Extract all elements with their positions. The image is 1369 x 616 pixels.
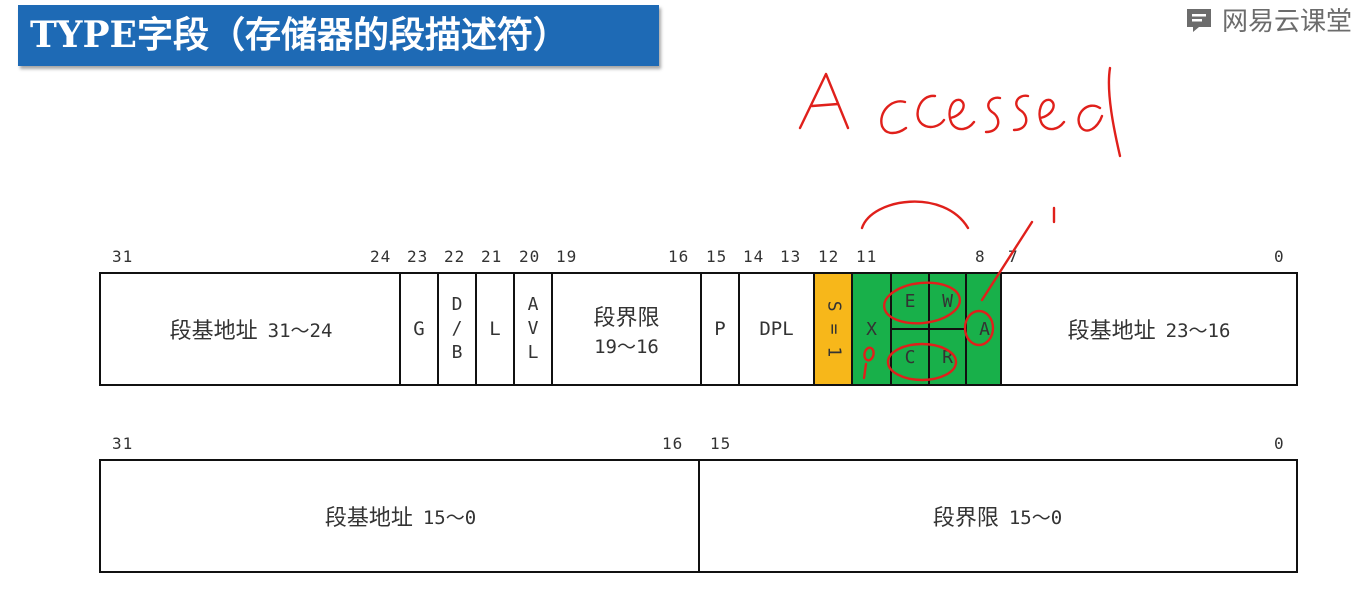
bit-number-16: 16: [662, 434, 684, 453]
field-db-b: B: [451, 342, 463, 363]
field-s-value: 1: [823, 346, 844, 358]
field-avl-v: V: [527, 318, 539, 339]
bit-number-20: 20: [519, 247, 541, 266]
annotation-accessed-word: [1038, 98, 1066, 131]
bit-number-13: 13: [780, 247, 802, 266]
annotation-accessed-word: [948, 98, 976, 131]
field-base-range: 31～24: [267, 319, 333, 342]
bit-number-31: 31: [112, 247, 134, 266]
bit-number-21: 21: [481, 247, 503, 266]
bit-number-11: 11: [856, 247, 878, 266]
field-base-23-16: 段基地址 23～16: [1000, 274, 1296, 384]
type-bit-c: C: [890, 329, 928, 384]
bit-number-14: 14: [743, 247, 765, 266]
annotation-accessed-word: [798, 72, 850, 130]
bit-number-8: 8: [975, 247, 986, 266]
annotation-accessed-word: [1077, 66, 1122, 158]
field-avl-l: L: [527, 342, 539, 363]
bit-number-19: 19: [556, 247, 578, 266]
field-s-letter: S: [823, 300, 844, 312]
netease-cloud-classroom-logo-icon: [1187, 9, 1211, 32]
field-base-label: 段基地址: [1067, 319, 1156, 344]
annotation-accessed-word: [984, 96, 1002, 134]
bit-number-16: 16: [668, 247, 690, 266]
field-dpl: DPL: [738, 274, 813, 384]
field-l: L: [475, 274, 513, 384]
field-limit-label: 段界限: [932, 506, 999, 531]
field-limit-15-0: 段界限 15～0: [698, 461, 1295, 571]
bit-number-24: 24: [370, 247, 392, 266]
bit-number-0: 0: [1274, 434, 1285, 453]
type-bit-e: E: [890, 274, 928, 329]
type-bit-x: X: [866, 318, 877, 340]
descriptor-high-dword: 段基地址 31～24 G D / B L A V L 段界限 19～16 P D…: [99, 272, 1298, 386]
field-db-d: D: [451, 294, 463, 315]
field-db-slash: /: [451, 318, 463, 339]
field-db: D / B: [437, 274, 475, 384]
annotation-accessed-word: [880, 100, 908, 135]
field-base-31-24: 段基地址 31～24: [101, 274, 401, 384]
field-limit-range: 19～16: [594, 335, 659, 358]
bit-number-22: 22: [444, 247, 466, 266]
type-bit-w: W: [928, 274, 965, 329]
brand-name: 网易云课堂: [1222, 6, 1353, 37]
field-base-15-0: 段基地址 15～0: [101, 461, 700, 571]
bit-number-23: 23: [407, 247, 429, 266]
field-type: X E W C R A: [851, 274, 1000, 384]
field-p: P: [700, 274, 738, 384]
field-limit-19-16: 段界限 19～16: [551, 274, 700, 384]
bit-number-15: 15: [710, 434, 732, 453]
brand-watermark: 网易云课堂: [1184, 2, 1353, 37]
field-limit-label: 段界限: [593, 305, 660, 331]
slide-title: TYPE字段（存储器的段描述符）: [18, 5, 659, 66]
field-avl-a: A: [527, 294, 539, 315]
field-s-equals: =: [823, 323, 844, 335]
field-base-range: 15～0: [422, 506, 477, 529]
bit-number-31: 31: [112, 434, 134, 453]
field-base-label: 段基地址: [169, 319, 258, 344]
bit-number-15: 15: [706, 247, 728, 266]
type-bit-r: R: [928, 329, 965, 384]
annotation-accessed-word: [1012, 94, 1030, 132]
type-bit-a: A: [965, 274, 1002, 384]
bit-number-0: 0: [1274, 247, 1285, 266]
field-limit-range: 15～0: [1008, 506, 1063, 529]
field-s: S = 1: [813, 274, 851, 384]
annotation-arc: [860, 200, 970, 230]
field-g: G: [399, 274, 437, 384]
annotation-accessed-word: [916, 94, 946, 129]
bit-number-7: 7: [1008, 247, 1019, 266]
field-base-range: 23～16: [1165, 319, 1231, 342]
field-base-label: 段基地址: [324, 506, 413, 531]
field-avl: A V L: [513, 274, 551, 384]
descriptor-low-dword: 段基地址 15～0 段界限 15～0: [99, 459, 1298, 573]
bit-number-12: 12: [818, 247, 840, 266]
